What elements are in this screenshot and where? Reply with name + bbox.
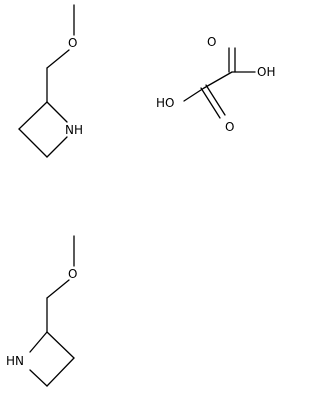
molecule-oxalic-acid: O OH HO O: [156, 35, 275, 134]
atom-hydroxyl-left: HO: [156, 96, 174, 110]
bond-ring-c3-c4: [46, 357, 75, 387]
bond-o-ch2: [46, 279, 70, 299]
molecule-azetidine-bottom: O HN: [6, 235, 77, 387]
bond-c2-o-double-b: [205, 84, 226, 116]
atom-oxygen: O: [68, 267, 77, 281]
atom-nitrogen: NH: [65, 123, 83, 137]
bond-ring-c2-c3: [18, 101, 48, 130]
bond-ring-n-c2: [46, 101, 68, 123]
bond-ring-c4-n: [29, 369, 48, 387]
atom-carbonyl-oxygen-bottom: O: [225, 120, 234, 134]
bond-ring-c4-n: [46, 136, 68, 158]
bond-ring-c2-c3: [46, 331, 75, 359]
molecule-azetidine-top: O NH: [18, 4, 83, 158]
structure-canvas: O NH O OH HO O O HN: [6, 4, 276, 387]
chemical-structure-diagram: O NH O OH HO O O HN: [6, 4, 275, 387]
bond-c2-o-double-a: [200, 87, 221, 119]
bond-c2-oh: [183, 87, 205, 102]
bond-o-ch2: [46, 49, 70, 69]
bond-ring-c3-c4: [18, 128, 48, 158]
bond-c1-c2: [203, 71, 233, 89]
atom-nitrogen: HN: [6, 354, 24, 368]
atom-oxygen: O: [68, 36, 77, 50]
atom-hydroxyl-right: OH: [257, 65, 275, 79]
bond-ring-n-c2: [29, 331, 48, 353]
atom-carbonyl-oxygen-top: O: [207, 35, 216, 49]
